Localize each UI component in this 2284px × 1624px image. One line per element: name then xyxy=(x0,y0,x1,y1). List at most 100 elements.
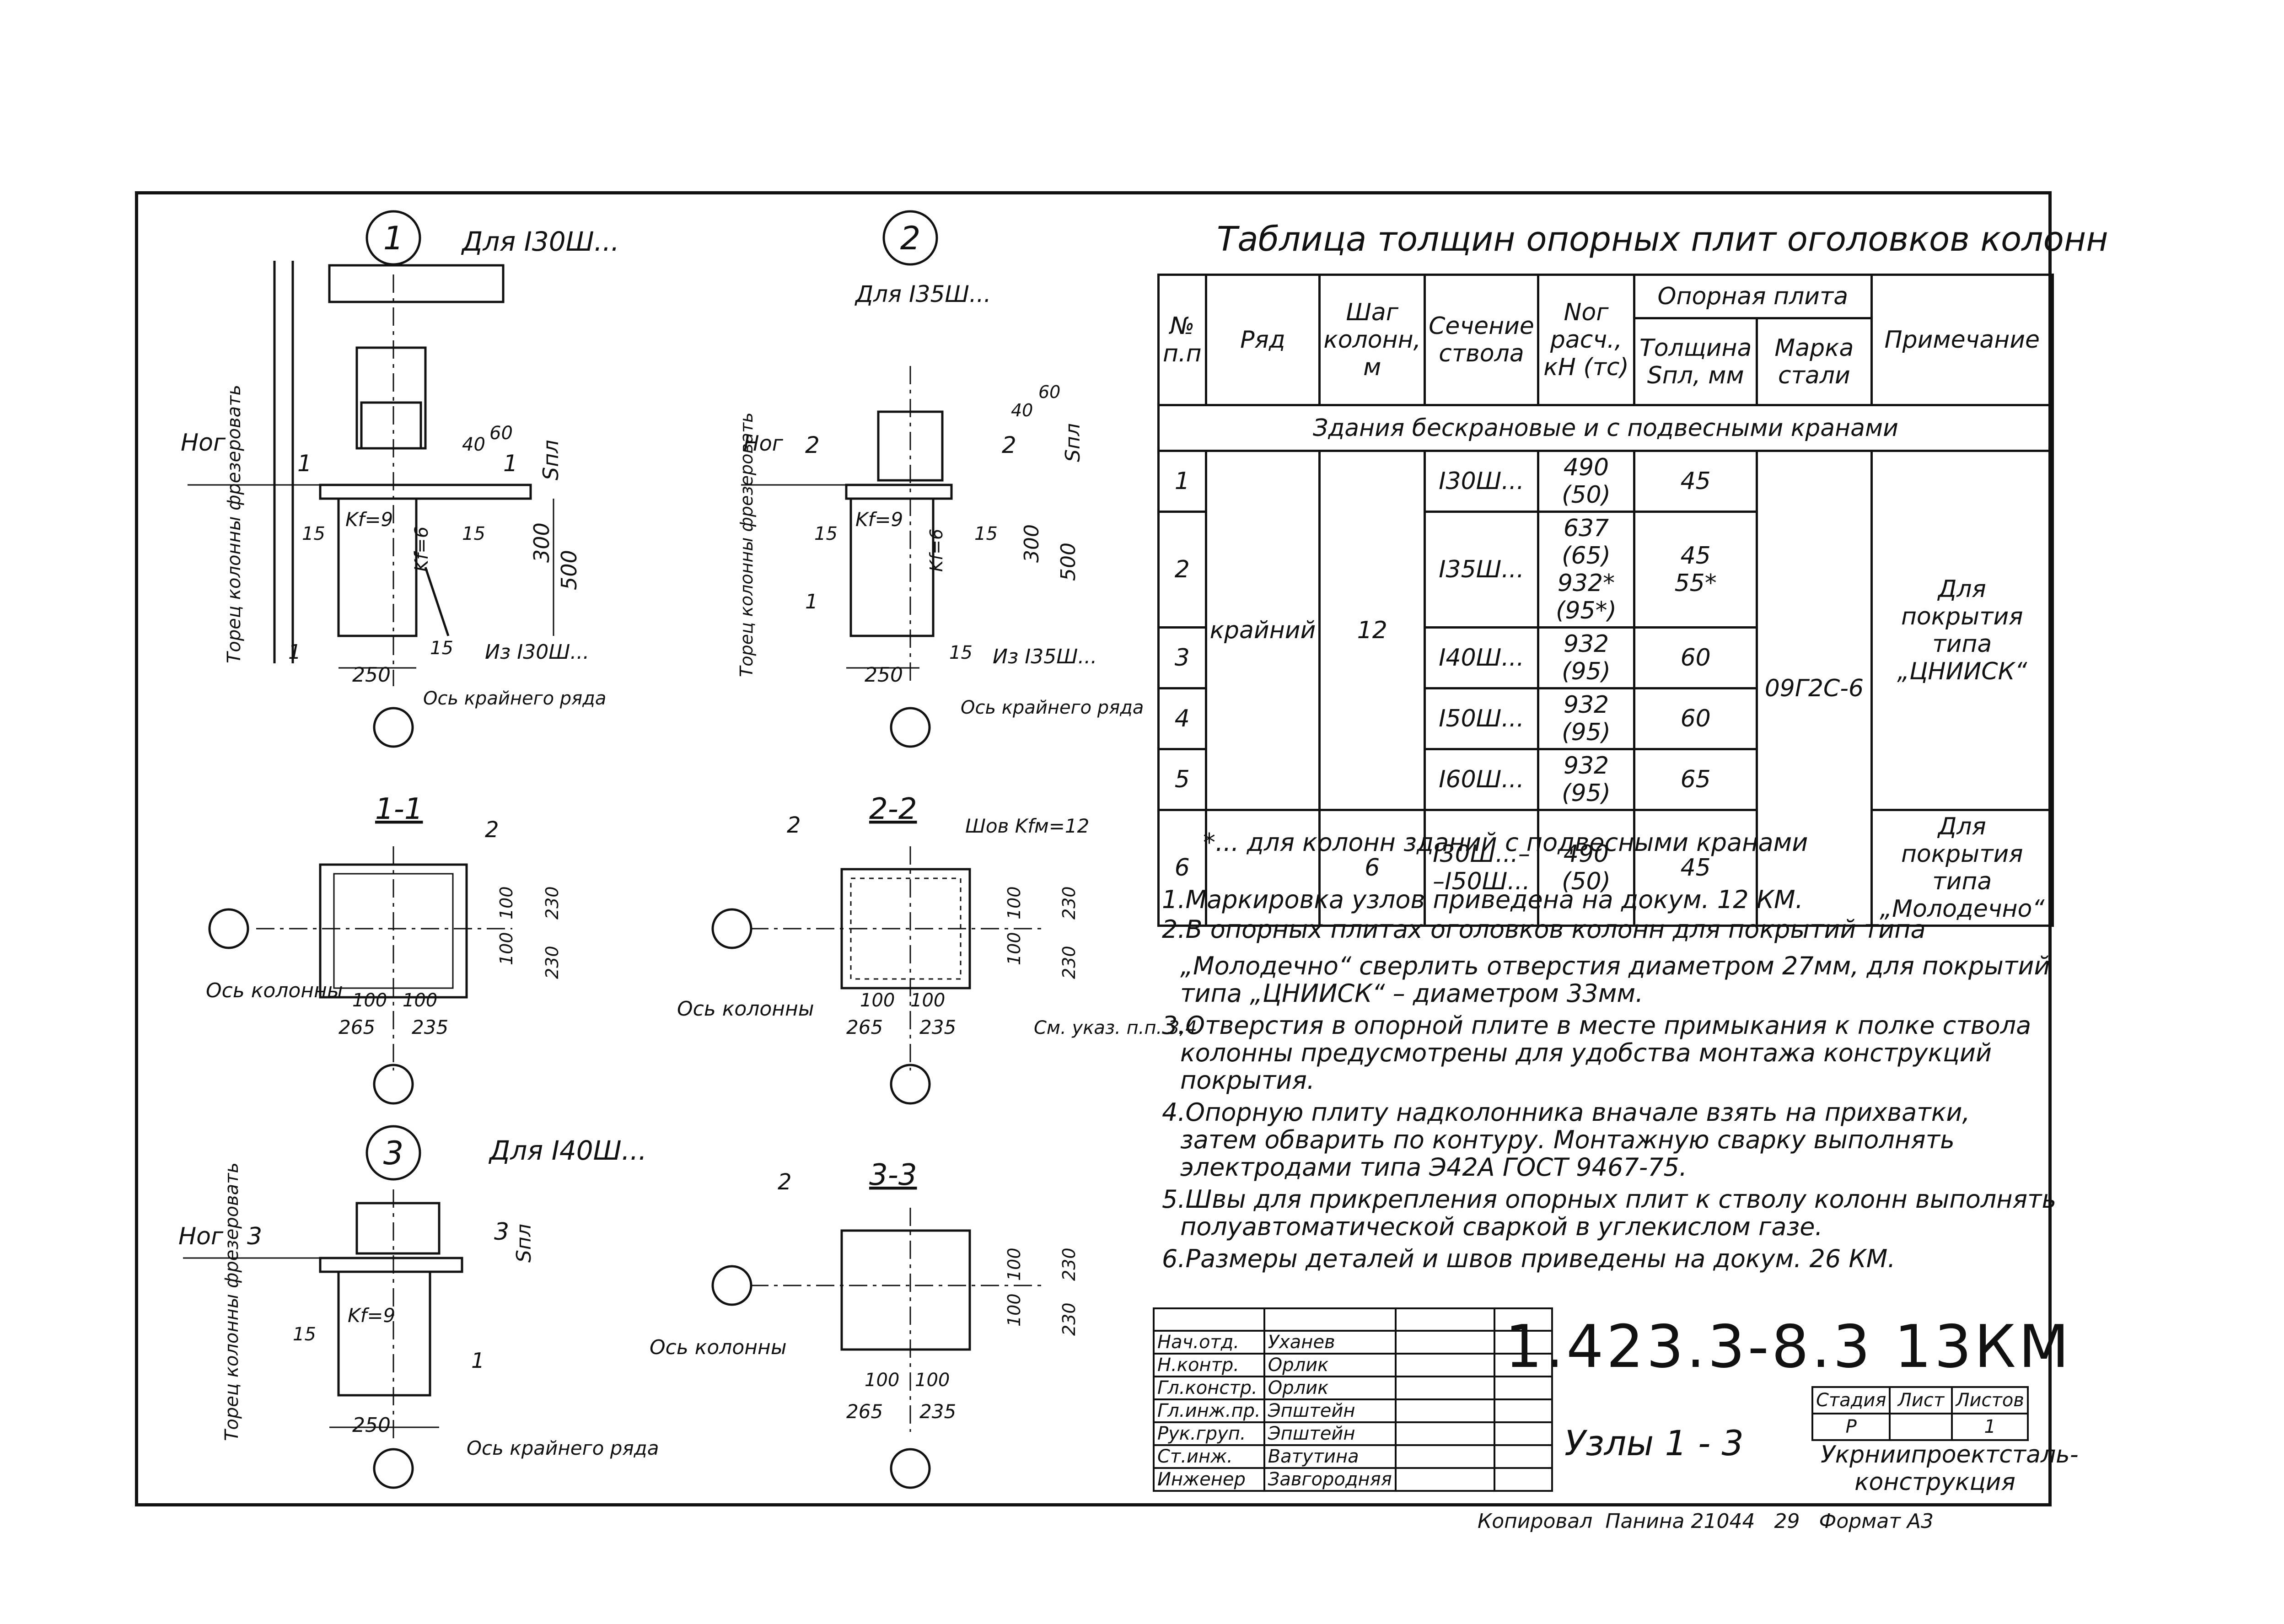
section-3-3-dim-d: 235 xyxy=(919,1400,956,1423)
section-2-2-dim-e: 100 xyxy=(1004,886,1024,920)
cell-section: I50Ш... xyxy=(1424,687,1539,750)
sheets-value: 1 xyxy=(1951,1413,2029,1441)
cell-force-alt: 932*(95*) xyxy=(1556,570,1617,624)
cell-num: 6 xyxy=(1157,809,1207,927)
detail-1-dim-15-b: 15 xyxy=(462,523,485,544)
detail-3-hog: Hог xyxy=(178,1223,224,1250)
section-1-1-dim-e: 100 xyxy=(496,886,516,920)
cell-note-b: Для покрытия типа „Молодечно“ xyxy=(1870,809,2054,927)
detail-2-kf-right: Kf=6 xyxy=(926,529,946,572)
table-title: Таблица толщин опорных плит оголовков ко… xyxy=(1217,220,2108,259)
detail-1-dim-250: 250 xyxy=(352,663,391,687)
stage-value: Р xyxy=(1811,1413,1891,1441)
footer-inv: 21044 xyxy=(1691,1510,1755,1533)
detail-3-spl: Sпл xyxy=(512,1224,536,1263)
cell-note-a: Для покрытия типа „ЦНИИСК“ xyxy=(1870,450,2054,811)
stage-table: Стадия Лист Листов Р 1 xyxy=(1811,1386,2029,1441)
title-block-signatures: Нач.отд.Уханев Н.контр.Орлик Гл.констр.О… xyxy=(1153,1307,1553,1492)
footer: Копировал Панина 21044 29 Формат А3 xyxy=(1478,1510,1934,1533)
detail-2-callout: 1 xyxy=(805,590,818,613)
cell-section: I30Ш...– –I50Ш... xyxy=(1424,809,1539,927)
person-name: Ватутина xyxy=(1263,1444,1397,1469)
detail-2: 2 Для I35Ш... Hог 2 2 Sпл 40 60 300 500 … xyxy=(736,210,1144,748)
cell-thickness-alt: 55* xyxy=(1674,570,1717,597)
detail-1-callout: 1 xyxy=(288,640,301,664)
person-name: Уханев xyxy=(1263,1330,1397,1355)
section-2-2-dim-g: 230 xyxy=(1059,886,1079,920)
section-3-3-dim-b: 100 xyxy=(915,1370,950,1391)
signature-row: Гл.констр.Орлик xyxy=(1153,1376,1553,1400)
person-name: Эпштейн xyxy=(1263,1398,1397,1423)
section-2-2-dim-c: 265 xyxy=(846,1016,883,1038)
detail-3-section-arrow-left: 3 xyxy=(247,1223,262,1250)
col-header-force: Nог расч., кН (тс) xyxy=(1537,274,1636,406)
detail-3-section-arrow-right: 3 xyxy=(494,1218,509,1246)
person-name: Орлик xyxy=(1263,1353,1397,1377)
note-line: „Молодечно“ сверлить отверстия диаметром… xyxy=(1180,952,2050,980)
note-line: 4.Опорную плиту надколонника вначале взя… xyxy=(1162,1098,1970,1127)
cell-step-b: 6 xyxy=(1318,809,1426,927)
table-row: 5 I60Ш... 932 (95) 65 xyxy=(1157,748,2053,811)
section-2-2-callout: 2 xyxy=(787,812,801,838)
detail-2-label: Для I35Ш... xyxy=(854,281,991,307)
cell-steel: 09Г2С-6 xyxy=(1756,450,1873,927)
section-2-2-dim-d: 235 xyxy=(919,1016,956,1038)
note-line: покрытия. xyxy=(1180,1066,1315,1095)
cell-force: 932 (95) xyxy=(1537,626,1636,689)
note-line: типа „ЦНИИСК“ – диаметром 33мм. xyxy=(1180,979,1644,1008)
cell-num: 4 xyxy=(1157,687,1207,750)
section-2-2-dim-a: 100 xyxy=(860,990,895,1011)
sheets-header: Листов xyxy=(1951,1386,2029,1414)
detail-2-side-note: Торец колонны фрезеровать xyxy=(736,412,757,677)
section-1-1-dim-d: 235 xyxy=(412,1016,448,1038)
section-2-2-ref: См. указ. п.п. 3,4 xyxy=(1034,1017,1197,1038)
detail-2-hog: Hог xyxy=(743,431,784,456)
section-3-3-dim-c: 265 xyxy=(846,1400,883,1423)
section-3-3-callout: 2 xyxy=(778,1169,792,1195)
cell-thickness: 45 xyxy=(1633,450,1758,513)
signature-row: Ст.инж.Ватутина xyxy=(1153,1444,1553,1469)
detail-2-dim-15-b: 15 xyxy=(974,523,998,544)
cell-num: 1 xyxy=(1157,450,1207,513)
person-name: Эпштейн xyxy=(1263,1421,1397,1446)
detail-3-callout: 1 xyxy=(471,1348,484,1373)
section-2-2-dim-h: 230 xyxy=(1059,946,1079,979)
stage-header: Стадия xyxy=(1811,1386,1891,1414)
cell-thickness-pair: 45 55* xyxy=(1633,511,1758,629)
note-line: затем обварить по контуру. Монтажную сва… xyxy=(1180,1125,1955,1154)
section-3-3-dim-h: 230 xyxy=(1059,1302,1079,1336)
table-row: 2 I35Ш... 637 (65) 932*(95*) 45 55* xyxy=(1157,511,2053,629)
table-row: 4 I50Ш... 932 (95) 60 xyxy=(1157,687,2053,750)
section-2-2-axis: Ось колонны xyxy=(677,997,814,1021)
detail-3-kf-left: Kf=9 xyxy=(348,1304,395,1327)
note-line: полуавтоматической сваркой в углекислом … xyxy=(1180,1212,1823,1241)
role: Рук.груп. xyxy=(1153,1421,1265,1446)
detail-1-side-note: Торец колонны фрезеровать xyxy=(224,385,245,663)
group-row: Здания бескрановые и с подвесными кранам… xyxy=(1157,404,2054,452)
section-1-1-dim-c: 265 xyxy=(339,1016,375,1038)
detail-1-hog: Hог xyxy=(181,429,226,457)
detail-1: 1 Для I30Ш... Hог 1 1 Sпл 40 60 300 500 … xyxy=(181,210,619,748)
note-line: 3.Отверстия в опорной плите в месте прим… xyxy=(1162,1011,2031,1040)
detail-1-kf-right: Kf=6 xyxy=(411,527,432,572)
section-3-3-dim-a: 100 xyxy=(865,1370,899,1391)
cell-num: 3 xyxy=(1157,626,1207,689)
cell-step-a: 12 xyxy=(1318,450,1426,811)
role: Нач.отд. xyxy=(1153,1330,1265,1355)
person-name: Орлик xyxy=(1263,1376,1397,1400)
note-line: 1.Маркировка узлов приведена на докум. 1… xyxy=(1162,885,1803,914)
detail-2-axis: Ось крайнего ряда xyxy=(961,697,1144,718)
detail-1-number: 1 xyxy=(383,220,404,257)
detail-2-dim-500: 500 xyxy=(1057,543,1080,581)
detail-1-dim-15-a: 15 xyxy=(302,523,325,544)
signature-row: Нач.отд.Уханев xyxy=(1153,1330,1553,1355)
section-3-3-dim-f: 100 xyxy=(1004,1293,1024,1327)
col-header-plate: Опорная плита xyxy=(1633,274,1873,319)
section-1-1-dim-g: 230 xyxy=(542,886,562,920)
cell-thickness: 60 xyxy=(1633,687,1758,750)
detail-2-dim-15-a: 15 xyxy=(814,523,838,544)
cell-thickness: 65 xyxy=(1633,748,1758,811)
section-3-3-title: 3-3 xyxy=(869,1158,917,1192)
detail-2-section-arrow-left: 2 xyxy=(805,432,820,458)
